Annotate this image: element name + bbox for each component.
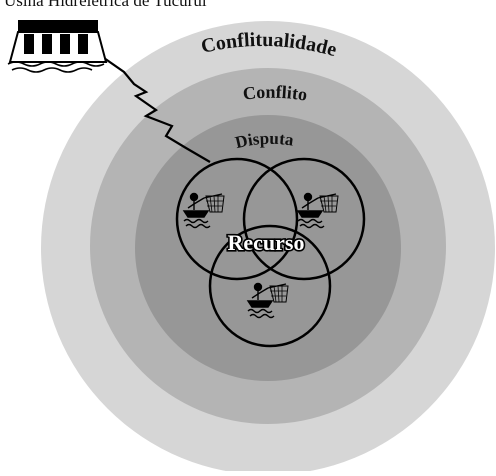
ring-disputa xyxy=(135,115,401,381)
resource-circle-right xyxy=(242,157,366,281)
center-label-recurso: Recurso xyxy=(228,230,305,255)
diagram-title: Usina Hidrelétrica de Tucuruí xyxy=(4,0,207,10)
resource-circle-bottom xyxy=(208,224,332,348)
ring-label-disputa: Disputa xyxy=(233,129,295,152)
resource-circle-left xyxy=(175,157,299,281)
lightning-bolt-icon xyxy=(103,57,211,163)
ring-label-conflito: Conflito xyxy=(242,82,309,105)
hydroelectric-dam-icon xyxy=(7,20,108,73)
resource-venn xyxy=(175,157,366,348)
